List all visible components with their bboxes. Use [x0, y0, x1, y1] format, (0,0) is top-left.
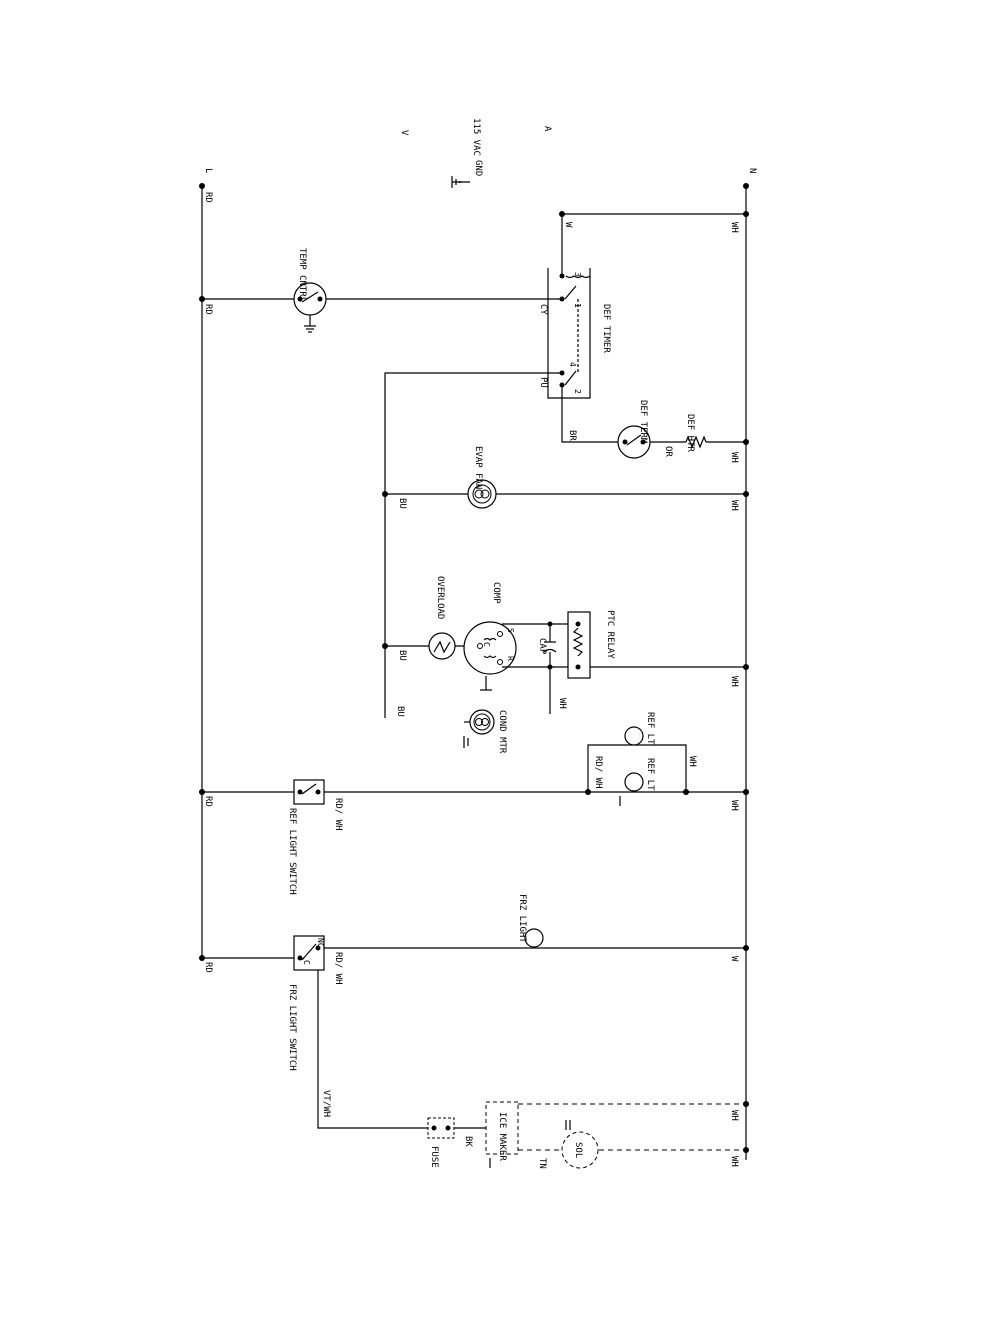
label-fuse: FUSE [429, 1146, 439, 1168]
supply-right-mark: A [542, 126, 552, 132]
ground-symbol-main [451, 176, 470, 188]
fuse[interactable] [427, 1117, 455, 1139]
label-pu: PU [538, 377, 548, 388]
comp-terminal-c: C [482, 642, 491, 647]
label-def-htr: DEF HTR [685, 414, 695, 453]
label-comp: COMP [491, 582, 501, 604]
ref-light-2[interactable] [619, 772, 644, 806]
label-wh-fan: WH [729, 500, 739, 511]
label-rd-frz: RD [203, 962, 213, 973]
frz-light-switch[interactable] [293, 935, 325, 971]
timer-terminal-1: 1 [573, 303, 582, 308]
label-rd-top: RD [203, 192, 213, 203]
label-frz-light-switch: FRZ LIGHT SWITCH [287, 984, 297, 1071]
defrost-timer[interactable] [547, 268, 591, 399]
label-ref-lt-1: REF LT [645, 712, 655, 745]
label-wh-right-top: WH [729, 222, 739, 233]
frz-light[interactable] [524, 928, 544, 948]
label-cap: CAP [537, 638, 547, 655]
label-wh-relay-right: WH [729, 676, 739, 687]
label-def-term: DEF TERM [638, 400, 648, 444]
label-bu-comp: BU [397, 650, 407, 661]
label-bu-fan: BU [397, 498, 407, 509]
label-bk: BK [463, 1136, 473, 1147]
overload[interactable] [428, 632, 456, 660]
label-wh-lights: WH [687, 756, 697, 767]
timer-terminal-2: 2 [573, 389, 582, 394]
supply-l1: L [203, 168, 213, 173]
supply-left-mark: V [399, 130, 409, 136]
label-rdwh-lights: RD/ WH [593, 756, 603, 789]
label-bu-bottom: BU [395, 706, 405, 717]
supply-header: V 115 VAC A L N GND [199, 118, 757, 189]
ptc-relay[interactable] [567, 611, 591, 679]
ref-light-1[interactable] [624, 726, 644, 746]
timer-terminal-4: 4 [568, 362, 577, 367]
label-cy: CY [538, 304, 548, 315]
label-ref-light-switch: REF LIGHT SWITCH [287, 808, 297, 895]
label-ice-maker: ICE MAKER [497, 1112, 507, 1161]
label-cond-mtr: COND MTR [497, 710, 507, 754]
label-rdwh-refsw: RD/ WH [333, 798, 343, 831]
condenser-motor[interactable] [463, 709, 495, 748]
comp-terminal-s: S [506, 628, 515, 633]
label-wh-comp: WH [557, 698, 567, 709]
label-or: OR [663, 446, 673, 457]
wire-pu [384, 372, 562, 718]
label-w-frz: W [729, 956, 739, 962]
label-rd-tmp: RD [203, 304, 213, 315]
label-frz-light: FRZ LIGHT [517, 894, 527, 943]
label-wh-ice2: WH [729, 1156, 739, 1167]
evap-fan-motor[interactable] [467, 479, 497, 509]
label-w-top: W [563, 222, 573, 228]
supply-voltage: 115 VAC [471, 118, 481, 156]
label-ref-lt-2: REF LT [645, 758, 655, 791]
timer-terminal-3: 3 [573, 272, 582, 277]
wire-vtwh [317, 970, 428, 1129]
label-wh-light-right: WH [729, 800, 739, 811]
label-tn: TN [537, 1158, 547, 1169]
label-overload: OVERLOAD [435, 576, 445, 619]
label-wh-ice1: WH [729, 1110, 739, 1121]
label-ptc-relay: PTC RELAY [605, 610, 615, 659]
label-rdwh-frzsw: RD/ WH [333, 952, 343, 985]
label-vtwh: VT/WH [321, 1090, 331, 1117]
wire-timer-white [561, 213, 746, 276]
label-sol: SOL [573, 1142, 583, 1158]
comp-terminal-r: R [506, 656, 515, 661]
frz-switch-c: C [302, 960, 311, 965]
label-br: BR [567, 430, 577, 441]
label-def-timer: DEF TIMER [601, 304, 611, 353]
label-rd-refl: RD [203, 796, 213, 807]
capacitor[interactable] [543, 641, 557, 653]
supply-n: N [747, 168, 757, 173]
defrost-terminator[interactable] [617, 425, 651, 459]
temp-control[interactable] [293, 282, 327, 333]
solenoid[interactable] [561, 1120, 599, 1169]
ref-light-switch[interactable] [293, 779, 325, 805]
supply-gnd: GND [473, 160, 483, 176]
label-evap-fan: EVAP FAN [473, 446, 483, 489]
ice-maker[interactable] [485, 1101, 519, 1168]
def-heater-resistor[interactable] [685, 435, 707, 449]
label-wh-def: WH [729, 452, 739, 463]
frz-switch-nc: NC [316, 938, 325, 948]
label-tmp-cntrl: TEMP CNTRL [297, 248, 307, 302]
compressor[interactable] [463, 621, 517, 691]
